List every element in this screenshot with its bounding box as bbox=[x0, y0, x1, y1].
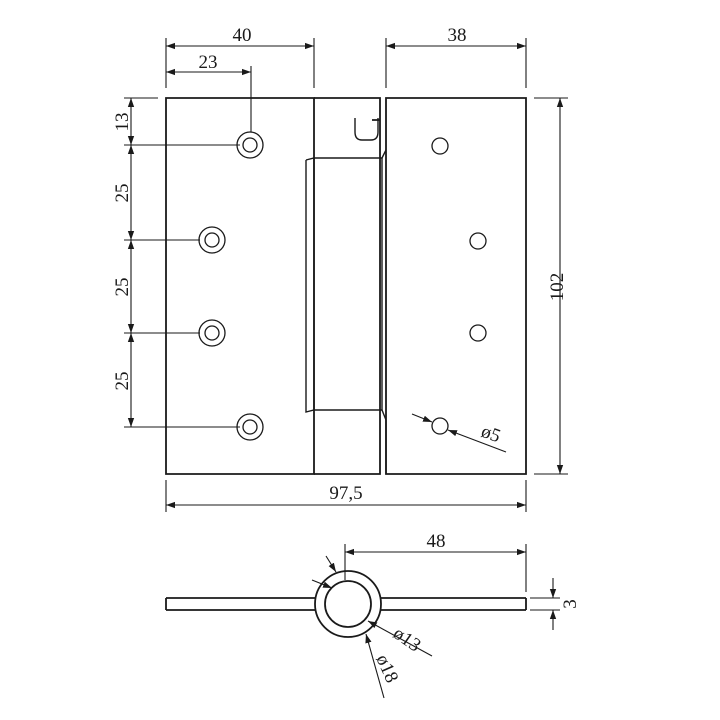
knuckle-band bbox=[305, 149, 387, 474]
countersunk-hole-inner bbox=[242, 137, 258, 153]
dim-label-overall-width: 97,5 bbox=[329, 483, 362, 504]
dim-label-hole-pitch-3: 25 bbox=[112, 372, 133, 391]
knuckle-outer bbox=[314, 570, 382, 638]
dim-label-leaf-width-right: 38 bbox=[448, 25, 467, 46]
leader-line bbox=[411, 413, 433, 423]
right-leaf-holes bbox=[431, 137, 487, 435]
screw-hole bbox=[469, 232, 487, 250]
left-leaf-holes bbox=[198, 131, 264, 441]
left-leaf bbox=[165, 97, 315, 475]
section-dimensions: 48 3 ø13 ø18 bbox=[311, 531, 581, 699]
section-view bbox=[165, 570, 527, 638]
leader-line bbox=[311, 579, 333, 589]
front-dimensions: 40 23 38 13 25 25 25 102 97,5 ø bbox=[112, 25, 568, 512]
leader-line bbox=[325, 555, 337, 573]
dim-label-half-width: 48 bbox=[427, 531, 446, 552]
front-view bbox=[165, 97, 527, 475]
countersunk-hole-inner bbox=[242, 419, 258, 435]
countersunk-hole-inner bbox=[204, 325, 220, 341]
dim-label-knuckle-outer: ø18 bbox=[371, 651, 402, 686]
knuckle-inner bbox=[324, 580, 372, 628]
dim-label-top-margin: 13 bbox=[112, 113, 133, 132]
knuckle-strip bbox=[314, 97, 381, 475]
right-leaf bbox=[385, 97, 527, 475]
dim-label-hole-pitch-1: 25 bbox=[112, 184, 133, 203]
leader-line bbox=[447, 429, 507, 453]
leader-line bbox=[367, 620, 433, 657]
left-leaf-section bbox=[165, 597, 316, 611]
dim-label-height: 102 bbox=[547, 273, 568, 302]
dim-label-hole-offset: 23 bbox=[199, 52, 218, 73]
screw-hole bbox=[431, 137, 449, 155]
dim-label-hole-pitch-2: 25 bbox=[112, 278, 133, 297]
dim-label-leaf-width-left: 40 bbox=[233, 25, 252, 46]
leader-line bbox=[365, 633, 385, 699]
dim-label-thickness: 3 bbox=[560, 599, 581, 609]
screw-hole bbox=[431, 417, 449, 435]
right-leaf-section bbox=[380, 597, 527, 611]
countersunk-hole-inner bbox=[204, 232, 220, 248]
screw-hole bbox=[469, 324, 487, 342]
pin-slot bbox=[354, 118, 379, 141]
dim-label-knuckle-inner: ø13 bbox=[389, 623, 424, 657]
